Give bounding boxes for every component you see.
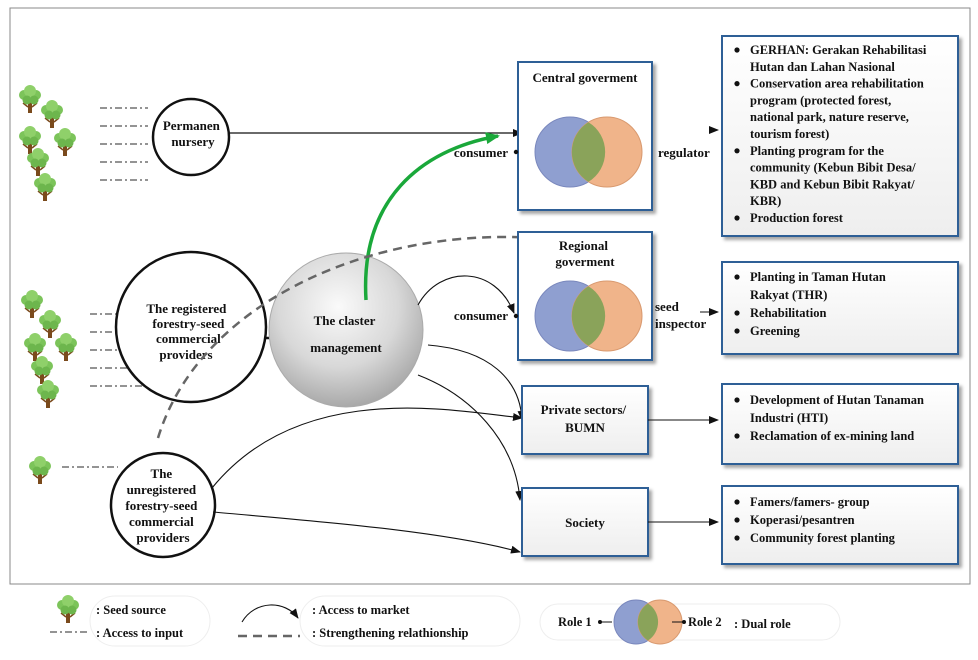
- central-program-line: tourism forest): [750, 127, 829, 141]
- society-label: Society: [565, 515, 605, 530]
- cluster-management-circle: [268, 252, 424, 408]
- registered-providers-circle: [114, 250, 268, 404]
- legend-seed-source: : Seed source: [96, 603, 166, 617]
- central-program-line: GERHAN: Gerakan Rehabilitasi: [750, 43, 927, 57]
- central-program-line: KBR): [750, 194, 781, 208]
- private-programs-box: [721, 383, 959, 465]
- central-right-role: regulator: [658, 145, 710, 160]
- private-bullet: [734, 397, 740, 403]
- central-program-line: KBD and Kebun Bibit Rakyat/: [750, 177, 915, 191]
- legend-access-market: : Access to market: [312, 603, 410, 617]
- central-program-line: Hutan dan Lahan Nasional: [750, 60, 895, 74]
- society-program-line: Famers/famers- group: [750, 495, 870, 509]
- legend-strengthening: : Strengthening relathionship: [312, 626, 469, 640]
- central-program-line: Production forest: [750, 211, 844, 225]
- central-left-role: consumer: [454, 145, 508, 160]
- central-program-line: Planting program for the: [750, 144, 884, 158]
- registered-providers-label: The registered forestry-seed commercial …: [146, 301, 229, 362]
- private-sectors-label: Private sectors/ BUMN: [541, 402, 630, 435]
- legend-pill-1: [89, 595, 211, 647]
- cluster-to-central-green-arrow: [363, 132, 500, 301]
- regional-right-role: seed inspector: [655, 299, 707, 331]
- central-bullet: [734, 215, 740, 221]
- legend-role1: Role 1: [558, 615, 592, 629]
- central-bullet: [734, 81, 740, 87]
- regional-program-line: Rehabilitation: [750, 306, 826, 320]
- regional-left-dot: [513, 313, 519, 319]
- society-bullet: [734, 517, 740, 523]
- private-bullet: [734, 433, 740, 439]
- central-program-line: community (Kebun Bibit Desa/: [750, 161, 916, 175]
- unregistered-providers-label: The unregistered forestry-seed commercia…: [125, 466, 200, 545]
- legend-pill-2: [299, 595, 521, 647]
- central-program-line: Conservation area rehabilitation: [750, 77, 924, 91]
- central-program-line: program (protected forest,: [750, 93, 891, 107]
- legend-dual-role: : Dual role: [734, 617, 791, 631]
- central-bullet: [734, 148, 740, 154]
- legend-role2-dot: [682, 620, 686, 624]
- regional-bullet: [734, 274, 740, 280]
- regional-program-line: Greening: [750, 324, 801, 338]
- legend-role2: Role 2: [688, 615, 722, 629]
- legend-access-input: : Access to input: [96, 626, 184, 640]
- seed-source-cluster-top: [18, 84, 77, 202]
- regional-bullet: [734, 328, 740, 334]
- seed-source-cluster-middle: [20, 289, 78, 409]
- legend-pill-3: [539, 603, 841, 641]
- central-programs-box: [721, 35, 959, 237]
- society-programs-list: Famers/famers- groupKoperasi/pesantrenCo…: [734, 495, 896, 545]
- regional-programs-box: [721, 261, 959, 355]
- access-to-market-arrows: [211, 275, 526, 554]
- central-left-dot: [513, 149, 519, 155]
- central-bullet: [734, 47, 740, 53]
- regional-bullet: [734, 310, 740, 316]
- private-program-line: Reclamation of ex-mining land: [750, 429, 914, 443]
- society-bullet: [734, 535, 740, 541]
- society-bullet: [734, 499, 740, 505]
- regional-venn-overlap: [571, 286, 606, 346]
- cluster-management-label: The claster management: [310, 313, 382, 355]
- unregistered-providers-circle: [109, 451, 217, 559]
- regional-government-title: Regional goverment: [555, 238, 615, 269]
- private-sectors-box: [521, 385, 649, 455]
- private-program-line: Development of Hutan Tanaman: [750, 393, 924, 407]
- legend-market-arrow-icon: [241, 604, 299, 623]
- central-government-title: Central goverment: [532, 70, 638, 85]
- legend-tree-icon: [56, 594, 80, 624]
- regional-program-line: Rakyat (THR): [750, 288, 827, 302]
- central-venn-overlap: [571, 122, 606, 182]
- central-program-line: national park, nature reserve,: [750, 110, 909, 124]
- main-frame: [9, 7, 971, 585]
- society-program-line: Koperasi/pesantren: [750, 513, 855, 527]
- private-program-line: Industri (HTI): [750, 411, 828, 425]
- regional-left-role: consumer: [454, 308, 508, 323]
- society-programs-box: [721, 485, 959, 565]
- society-program-line: Community forest planting: [750, 531, 896, 545]
- permanent-nursery-label: Permanen nursery: [163, 118, 223, 149]
- permanent-nursery-circle: [151, 97, 231, 177]
- regional-program-line: Planting in Taman Hutan: [750, 270, 886, 284]
- legend: : Seed source : Access to input : Access…: [50, 594, 841, 647]
- seed-source-cluster-bottom: [28, 455, 52, 485]
- legend-venn-overlap: [637, 603, 659, 641]
